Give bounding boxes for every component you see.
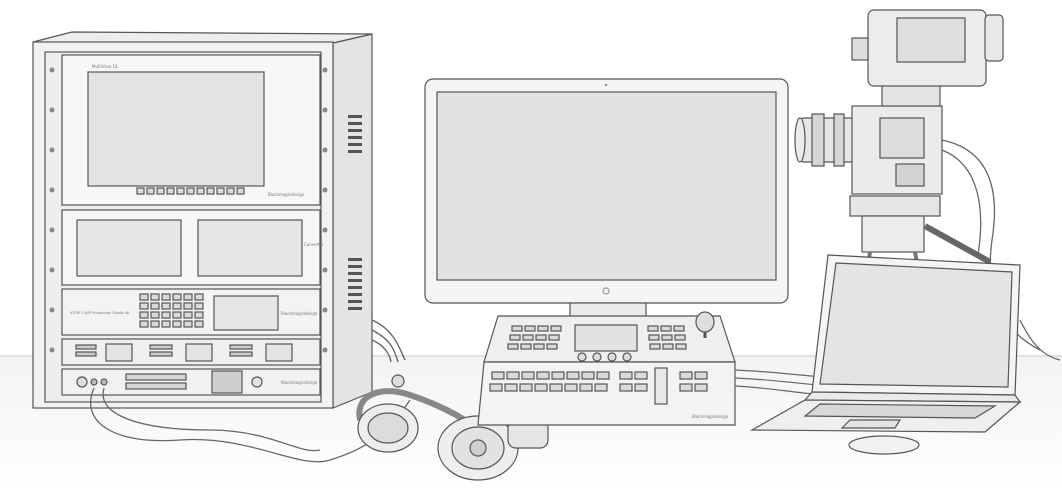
monitor-camera <box>604 83 608 87</box>
rack-mini-lcd-3 <box>265 343 293 362</box>
laptop-screen <box>819 262 1013 388</box>
panel-left-buttons <box>507 325 562 350</box>
rack-production-keypad <box>139 293 204 328</box>
laptop-keyboard <box>803 403 998 419</box>
rack-mini-lcd-1 <box>105 343 133 362</box>
panel-tbar <box>654 367 668 405</box>
rack-unit-label: Converter <box>304 242 324 247</box>
rack-brand-3: Blackmagicdesign <box>281 380 318 385</box>
rack-knob <box>251 376 263 388</box>
rack-production-lcd <box>213 295 279 331</box>
rack-brand-1: Blackmagicdesign <box>268 192 305 197</box>
camera-lens <box>799 117 859 163</box>
rack-panel-label: ATEM 2 M/E Production Studio 4K <box>70 311 130 315</box>
rack-jack-1 <box>76 376 88 388</box>
panel-joystick <box>695 311 715 333</box>
rack-screen-right <box>197 219 303 277</box>
rack-side-panel <box>332 33 373 409</box>
rack-monitor-buttons <box>136 187 245 195</box>
control-panel: Blackmagicdesign <box>477 311 736 426</box>
rack-brand-2: Blackmagicdesign <box>281 311 318 316</box>
panel-knobs <box>577 352 632 362</box>
panel-lcd <box>574 324 638 352</box>
camera-viewfinder-screen <box>896 17 966 63</box>
rack-speaker-grille <box>211 370 243 394</box>
mouse <box>848 435 920 455</box>
rack-screen-left <box>76 219 182 277</box>
desktop-monitor <box>424 78 789 321</box>
rack-top <box>32 31 373 44</box>
camera <box>794 9 1004 195</box>
laptop <box>749 254 1022 433</box>
headphones <box>356 374 549 481</box>
rack-side-vents <box>348 115 362 310</box>
rack-jack-3 <box>100 378 108 386</box>
rack-mini-lcd-2 <box>185 343 213 362</box>
equipment-rack: MultiView 16 Blackmagicdesign Converter … <box>32 31 373 409</box>
rack-cables <box>371 319 406 363</box>
panel-bus-buttons <box>489 371 708 392</box>
laptop-trackpad <box>840 419 902 429</box>
monitor-logo <box>602 287 610 295</box>
rack-jack-2 <box>90 378 98 386</box>
rack-top-label: MultiView 16 <box>92 64 118 69</box>
headphone-plug <box>391 374 405 388</box>
panel-right-buttons <box>647 325 687 350</box>
monitor-screen <box>436 91 777 281</box>
tripod-pan-bar <box>923 223 992 265</box>
panel-brand: Blackmagicdesign <box>692 414 729 419</box>
rack-monitor-screen <box>87 71 265 187</box>
camera-handle <box>881 83 941 107</box>
